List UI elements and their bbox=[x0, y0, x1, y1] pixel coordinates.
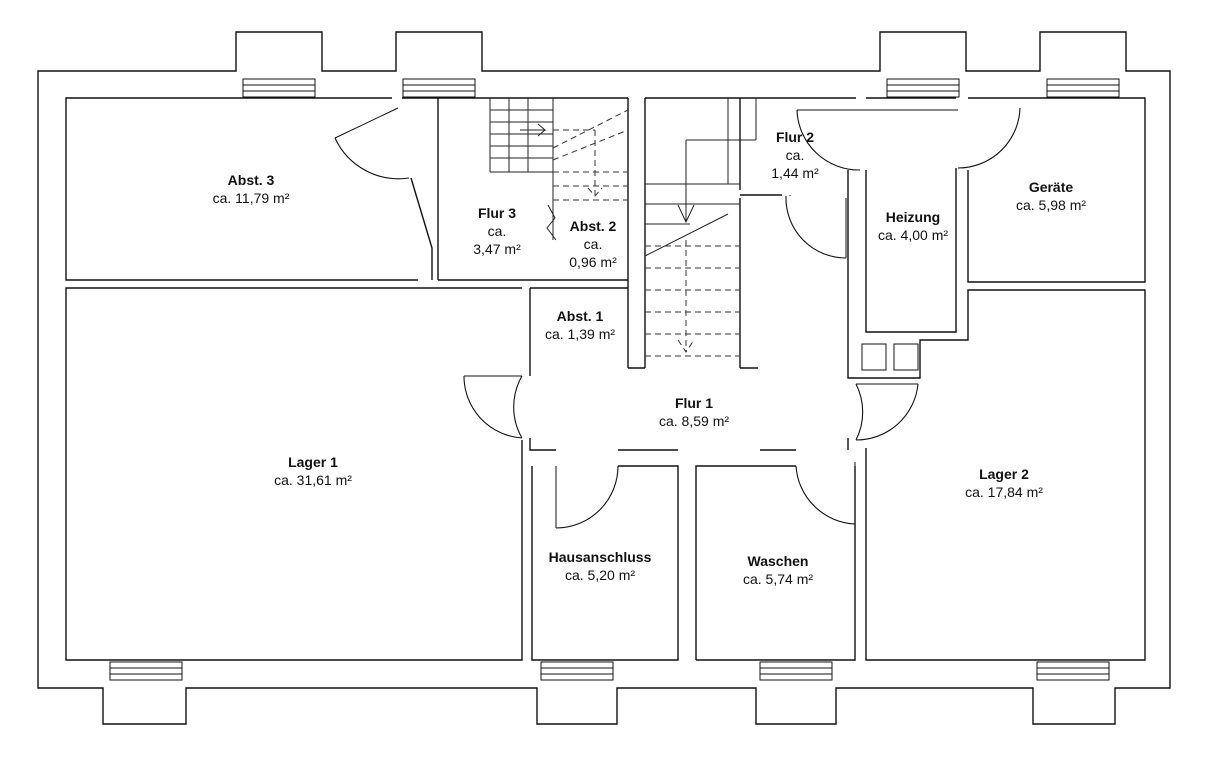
room-waschen: Waschen ca. 5,74 m² bbox=[743, 552, 813, 588]
room-name: Abst. 3 bbox=[227, 172, 275, 188]
room-area-prefix: ca. bbox=[583, 236, 603, 252]
room-name: Abst. 1 bbox=[556, 308, 604, 324]
room-name: Heizung bbox=[885, 209, 941, 225]
interior-walls bbox=[65, 97, 1146, 661]
windows bbox=[109, 78, 1120, 681]
room-geraete: Geräte ca. 5,98 m² bbox=[1016, 178, 1086, 214]
room-name: Waschen bbox=[747, 553, 809, 569]
room-heizung: Heizung ca. 4,00 m² bbox=[878, 208, 948, 244]
room-name: Lager 2 bbox=[979, 466, 1029, 482]
room-lager2: Lager 2 ca. 17,84 m² bbox=[965, 465, 1043, 501]
room-area-prefix: ca. bbox=[785, 147, 805, 163]
room-area-prefix: ca. bbox=[487, 223, 507, 239]
stairs bbox=[489, 98, 757, 357]
room-area: ca. 4,00 m² bbox=[877, 227, 949, 243]
room-name: Hausanschluss bbox=[548, 549, 652, 565]
room-area: ca. 5,98 m² bbox=[1015, 197, 1087, 213]
room-name: Flur 3 bbox=[477, 205, 517, 221]
room-name: Abst. 2 bbox=[569, 218, 617, 234]
room-area: ca. 31,61 m² bbox=[274, 472, 352, 488]
room-lager1: Lager 1 ca. 31,61 m² bbox=[274, 453, 352, 489]
room-abst3: Abst. 3 ca. 11,79 m² bbox=[213, 171, 290, 207]
room-area: ca. 5,74 m² bbox=[742, 571, 814, 587]
room-area: 3,47 m² bbox=[473, 241, 521, 257]
room-area: ca. 1,39 m² bbox=[544, 326, 616, 342]
room-abst2: Abst. 2 ca. 0,96 m² bbox=[569, 217, 616, 271]
room-flur1: Flur 1 ca. 8,59 m² bbox=[659, 394, 729, 430]
room-flur2: Flur 2 ca. 1,44 m² bbox=[771, 128, 818, 182]
room-area: 0,96 m² bbox=[569, 254, 617, 270]
room-name: Flur 1 bbox=[674, 395, 714, 411]
room-name: Lager 1 bbox=[288, 454, 338, 470]
room-area: ca. 17,84 m² bbox=[965, 484, 1043, 500]
room-name: Geräte bbox=[1028, 179, 1074, 195]
room-area: ca. 11,79 m² bbox=[212, 190, 290, 206]
room-hausanschluss: Hausanschluss ca. 5,20 m² bbox=[549, 548, 652, 584]
outer-wall bbox=[37, 31, 1171, 725]
room-name: Flur 2 bbox=[775, 129, 815, 145]
room-abst1: Abst. 1 ca. 1,39 m² bbox=[545, 307, 615, 343]
room-area: 1,44 m² bbox=[771, 165, 819, 181]
doors bbox=[334, 107, 1021, 529]
room-area: ca. 5,20 m² bbox=[564, 567, 636, 583]
room-area: ca. 8,59 m² bbox=[658, 413, 730, 429]
room-flur3: Flur 3 ca. 3,47 m² bbox=[473, 204, 520, 258]
